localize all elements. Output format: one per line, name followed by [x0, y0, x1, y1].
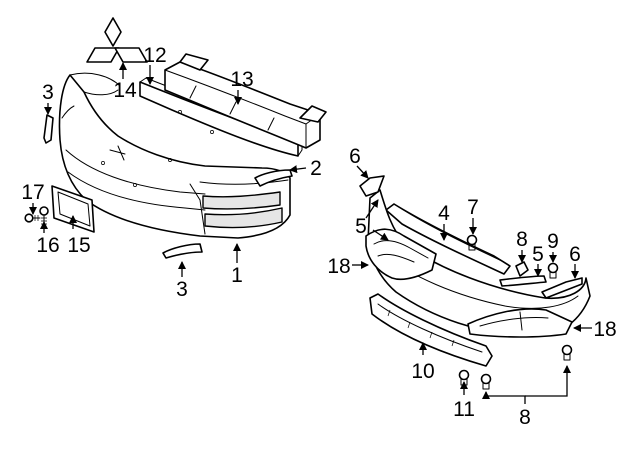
callout-15: 15	[67, 234, 90, 257]
callout-5-left: 5	[355, 215, 367, 238]
callout-18-left: 18	[327, 255, 350, 278]
license-bracket-part	[51, 185, 95, 233]
callout-12: 12	[143, 44, 166, 67]
clip-part-8-lower-right	[561, 344, 573, 361]
emblem-part	[86, 17, 148, 63]
callout-14: 14	[113, 79, 137, 102]
bracket-part-upper	[43, 114, 54, 144]
splash-shield-part-right	[467, 308, 573, 338]
callout-5-right: 5	[532, 243, 544, 266]
callout-8-bottom: 8	[519, 406, 531, 429]
callout-3-upper: 3	[42, 81, 54, 104]
clip-part-7	[466, 234, 478, 251]
leader-lines	[29, 62, 592, 404]
lower-grille-part	[369, 293, 493, 367]
callout-1: 1	[231, 264, 243, 287]
side-deflector-part-right	[541, 277, 583, 299]
callout-11: 11	[453, 398, 475, 421]
callout-4: 4	[438, 202, 450, 225]
side-deflector-part-left	[359, 175, 385, 197]
callout-18-right: 18	[593, 318, 616, 341]
clip-part-8-lower-left	[480, 373, 492, 390]
side-molding-part	[254, 169, 293, 187]
callout-13: 13	[230, 68, 253, 91]
callout-6-right: 6	[569, 243, 581, 266]
callout-labels: 1 2 3 3 4 5 5 6 6 7 8 8 9 10 11 12 13 14…	[21, 44, 616, 429]
molding-part-right	[499, 275, 547, 287]
energy-absorber-part	[164, 53, 327, 149]
clip-part-9	[547, 262, 559, 279]
callout-17: 17	[21, 181, 44, 204]
front-bumper-cover-part	[58, 72, 291, 239]
callout-6-left: 6	[349, 145, 361, 168]
bracket-part-lower	[162, 243, 203, 259]
callout-8-top: 8	[516, 228, 528, 251]
screw-part-17	[24, 213, 41, 223]
callout-16: 16	[36, 234, 59, 257]
callout-2: 2	[310, 157, 322, 180]
callout-7: 7	[467, 196, 479, 219]
callout-9: 9	[547, 230, 559, 253]
callout-3-lower: 3	[176, 278, 188, 301]
splash-shield-part-left	[365, 228, 437, 281]
callout-10: 10	[411, 360, 434, 383]
clip-part-8-top	[515, 261, 529, 277]
